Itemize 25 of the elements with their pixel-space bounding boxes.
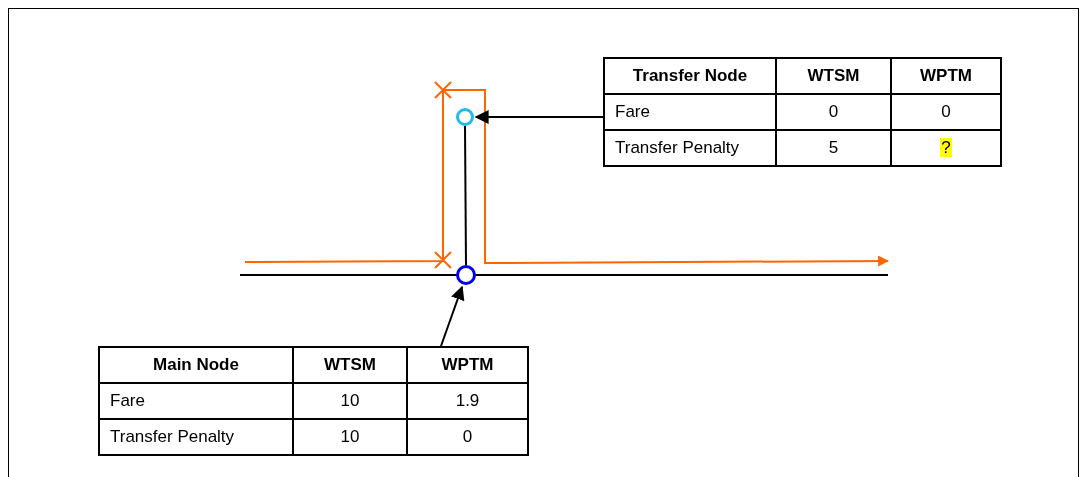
table-cell: 0 <box>407 419 528 455</box>
table-cell: Transfer Penalty <box>99 419 293 455</box>
highlighted-value: ? <box>940 138 952 157</box>
main-node-circle <box>456 265 476 285</box>
header-cell: WTSM <box>776 58 891 94</box>
table-cell: 1.9 <box>407 383 528 419</box>
table-cell: 5 <box>776 130 891 166</box>
table-cell: 0 <box>891 94 1001 130</box>
transfer-node-circle <box>456 108 474 126</box>
data-table <box>603 57 1002 167</box>
header-cell: WTSM <box>293 347 407 383</box>
table-cell: 10 <box>293 419 407 455</box>
table-cell: 10 <box>293 383 407 419</box>
table-cell: Fare <box>604 94 776 130</box>
table-cell: 0 <box>776 94 891 130</box>
arrow <box>474 110 604 124</box>
header-cell: Main Node <box>99 347 293 383</box>
arrow <box>440 285 465 347</box>
table-cell: Fare <box>99 383 293 419</box>
data-table <box>98 346 529 456</box>
table-cell: Transfer Penalty <box>604 130 776 166</box>
header-cell: WPTM <box>407 347 528 383</box>
connector-line <box>464 125 467 266</box>
header-cell: Transfer Node <box>604 58 776 94</box>
header-cell: WPTM <box>891 58 1001 94</box>
